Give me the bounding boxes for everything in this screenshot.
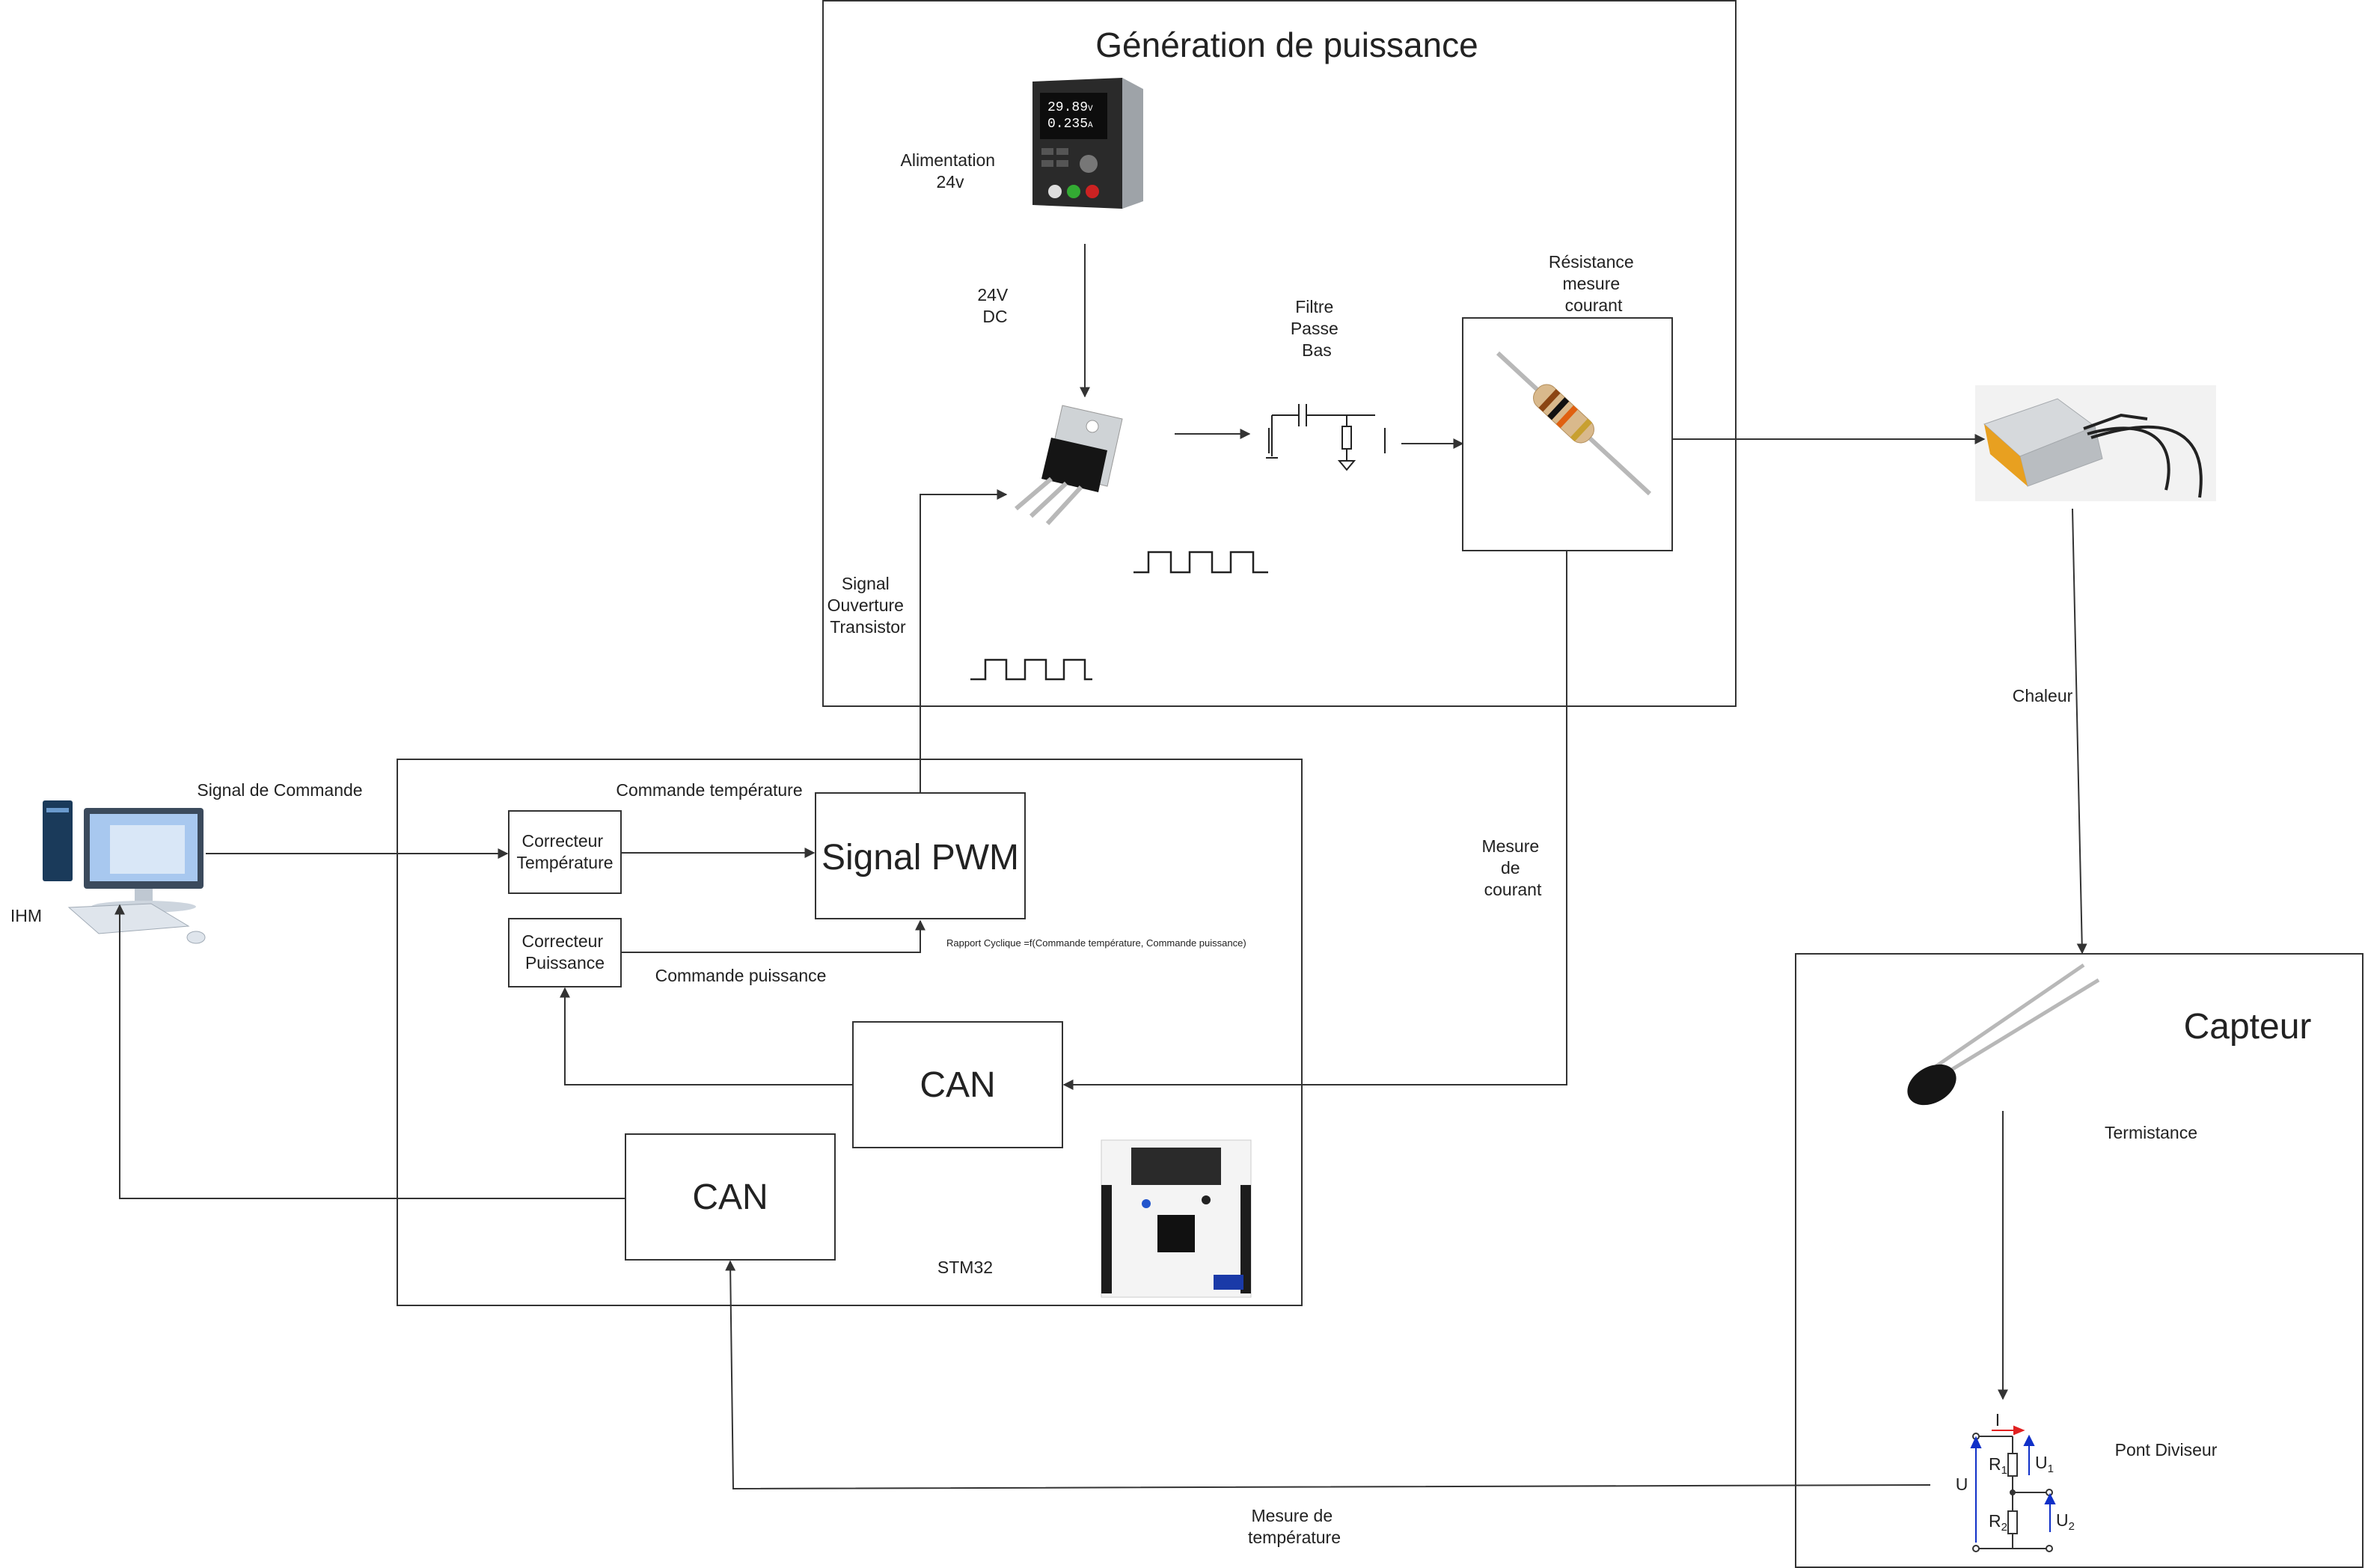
correcteur-temperature-box — [508, 810, 622, 894]
arrow-heater-to-sensor — [2072, 508, 2087, 955]
ihm-label: IHM — [10, 906, 42, 925]
resistor-image — [1496, 351, 1652, 496]
power-supply-image: 29.89V 0.235A — [1032, 78, 1143, 209]
termistance-label: Termistance — [2105, 1123, 2197, 1142]
can-temperature-box — [625, 1133, 836, 1261]
divider-r2-label: R2 — [1989, 1511, 2007, 1534]
divider-u2-label: U2 — [2056, 1510, 2075, 1533]
pont-diviseur-label: Pont Diviseur — [2115, 1440, 2218, 1460]
divider-r1-label: R1 — [1989, 1454, 2007, 1477]
sensor-title: Capteur — [2184, 1007, 2312, 1047]
transistor-image — [1015, 405, 1123, 526]
divider-current-label: I — [1995, 1410, 2000, 1430]
commande-temperature-label: Commande température — [616, 780, 802, 800]
can-temperature-label: CAN — [692, 1177, 768, 1217]
voltage-divider-schematic — [1970, 1425, 2056, 1552]
divider-u-label: U — [1956, 1474, 1968, 1494]
pwm-waveform-after-transistor — [1133, 551, 1268, 574]
signal-pwm-label: Signal PWM — [822, 838, 1019, 878]
low-pass-filter-schematic — [1266, 404, 1386, 471]
stm32-frame — [397, 759, 1303, 1306]
correcteur-temperature-label: Correcteur Température — [516, 831, 613, 872]
mesure-temperature-label: Mesure de température — [1248, 1506, 1341, 1547]
arrow-can-temp-to-ihm — [114, 904, 625, 1199]
signal-commande-label: Signal de Commande — [197, 780, 362, 800]
arrow-divider-to-can-temp — [725, 1260, 1931, 1490]
commande-puissance-label: Commande puissance — [655, 966, 827, 985]
resistance-label: Résistance mesure courant — [1549, 252, 1639, 315]
filtre-label: Filtre Passe Bas — [1291, 297, 1343, 360]
divider-u1-label: U1 — [2035, 1453, 2054, 1475]
arrow-can-courant-to-correcteur-puiss — [560, 987, 853, 1085]
signal-ouverture-label: Signal Ouverture Transistor — [827, 574, 909, 637]
power-generation-frame — [822, 0, 1737, 707]
correcteur-puissance-label: Correcteur Puissance — [521, 931, 608, 973]
stm32-board-image — [1101, 1139, 1252, 1298]
rapport-cyclique-label: Rapport Cyclique =f(Commande température… — [946, 937, 1246, 949]
can-courant-label: CAN — [920, 1065, 995, 1105]
psu-current-display: 0.235A — [1047, 117, 1093, 132]
thermistor-image — [1907, 963, 2100, 1106]
power-generation-title: Génération de puissance — [1095, 25, 1478, 64]
psu-voltage-display: 29.89V — [1047, 100, 1093, 115]
chaleur-label: Chaleur — [2013, 686, 2073, 705]
heater-image — [1975, 385, 2216, 501]
computer-icon — [43, 800, 206, 944]
alimentation-label: Alimentation 24v — [901, 150, 1000, 192]
dc-label: 24V DC — [977, 285, 1012, 326]
pwm-waveform-gate — [970, 658, 1092, 681]
mesure-courant-label: Mesure de courant — [1481, 836, 1543, 899]
arrow-correcteur-puiss-to-pwm — [621, 919, 925, 953]
stm32-label: STM32 — [937, 1258, 993, 1277]
arrow-pwm-to-transistor — [920, 489, 1008, 793]
arrow-resistance-to-can-courant — [1062, 551, 1567, 1090]
